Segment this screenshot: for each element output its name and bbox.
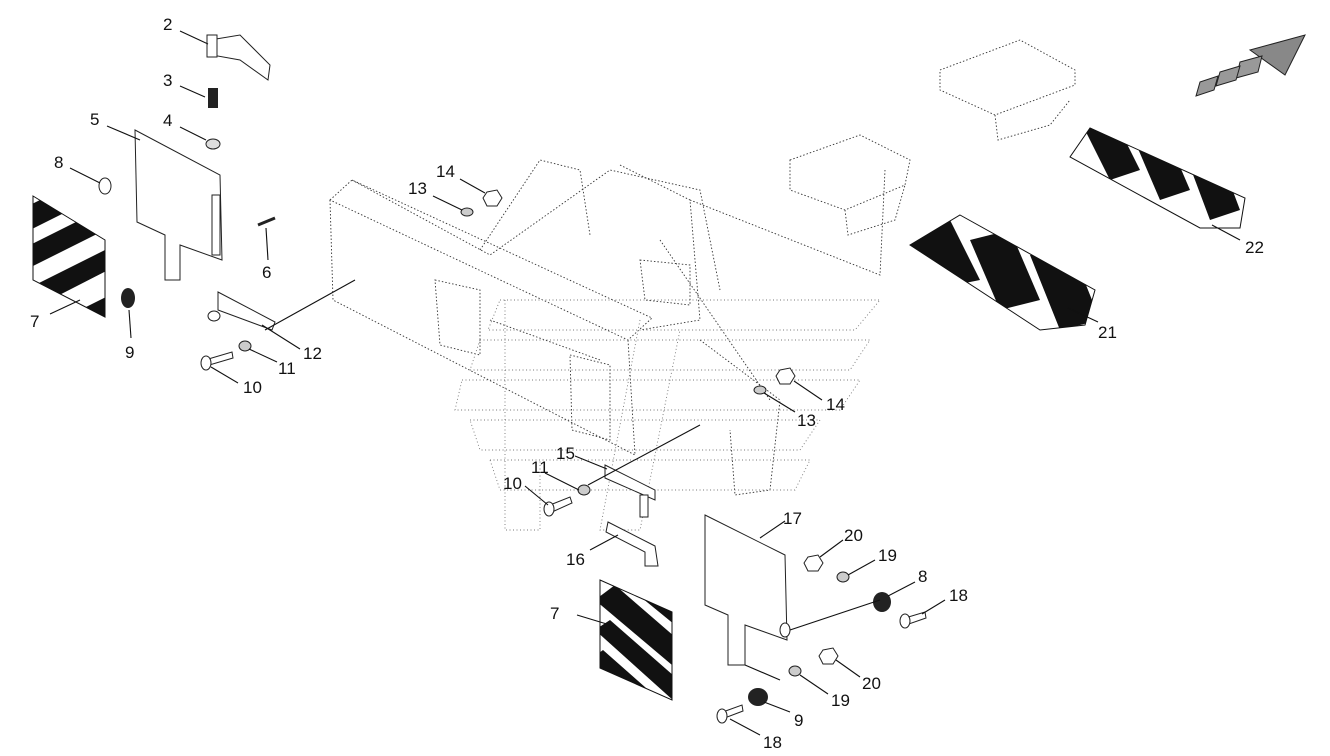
bracket-15	[604, 464, 656, 518]
ghost-shield-upper	[789, 39, 1076, 236]
washer-19-upper	[836, 571, 850, 583]
washer-19-lower	[788, 665, 802, 677]
callout-labels: 2 3 4 5 6 7 8 9 10 11 12 13 14 13 14 15 …	[30, 15, 1264, 752]
washer-11-center	[577, 484, 591, 496]
callout-9-left: 9	[125, 343, 134, 362]
bracket-12	[207, 291, 276, 331]
callout-17: 17	[783, 509, 802, 528]
washer-13-right	[753, 385, 767, 395]
bolt-18-lower	[716, 704, 744, 724]
washer-4	[205, 138, 221, 150]
warning-panel-21	[909, 214, 1096, 331]
bolt-10-center	[543, 496, 573, 517]
callout-12: 12	[303, 344, 322, 363]
callout-9-right: 9	[794, 711, 803, 730]
callout-18-lower: 18	[763, 733, 782, 752]
bolt-10-left	[200, 351, 234, 371]
callout-14-right: 14	[826, 395, 845, 414]
callout-11-left: 11	[278, 359, 296, 378]
callout-3: 3	[163, 71, 172, 90]
callout-15: 15	[556, 444, 575, 463]
mud-flap-plate-5	[134, 129, 223, 281]
callout-2: 2	[163, 15, 172, 34]
washer-13-top	[460, 207, 474, 217]
callout-7-left: 7	[30, 312, 39, 331]
bracket-16	[605, 521, 659, 567]
callout-8-right: 8	[918, 567, 927, 586]
callout-7-center: 7	[550, 604, 559, 623]
callout-10-left: 10	[243, 378, 262, 397]
spring-3	[208, 88, 218, 108]
callout-8-left: 8	[54, 153, 63, 172]
callout-16: 16	[566, 550, 585, 569]
direction-arrow	[1195, 34, 1306, 97]
reflector-9-right	[748, 688, 768, 706]
bolt-18-upper	[899, 611, 927, 629]
washer-11-left	[238, 340, 252, 352]
callout-4: 4	[163, 111, 172, 130]
callout-5: 5	[90, 110, 99, 129]
callout-19-upper: 19	[878, 546, 897, 565]
callout-20-upper: 20	[844, 526, 863, 545]
reflector-8-left	[98, 177, 112, 195]
warning-panel-22	[1069, 127, 1246, 229]
callout-18-upper: 18	[949, 586, 968, 605]
nut-14-top	[482, 189, 503, 207]
reflector-9-left	[121, 288, 135, 308]
leader-lines	[49, 30, 1241, 736]
callout-6: 6	[262, 263, 271, 282]
nut-20-upper	[803, 554, 824, 572]
callout-13-right: 13	[797, 411, 816, 430]
machine-frame	[329, 159, 886, 531]
callout-21: 21	[1098, 323, 1117, 342]
reflector-8-right	[873, 592, 891, 612]
callout-14-top: 14	[436, 162, 455, 181]
hinge-bracket-2	[206, 34, 271, 81]
pin-6	[257, 216, 276, 227]
nut-20-lower	[818, 647, 839, 665]
callout-19-lower: 19	[831, 691, 850, 710]
mud-flap-plate-17	[704, 514, 791, 666]
callout-22: 22	[1245, 238, 1264, 257]
callout-10-center: 10	[503, 474, 522, 493]
callout-13-top: 13	[408, 179, 427, 198]
callout-20-lower: 20	[862, 674, 881, 693]
warning-sign-7-center	[599, 579, 673, 701]
callout-11-center: 11	[531, 458, 549, 477]
nut-14-right	[775, 367, 796, 385]
